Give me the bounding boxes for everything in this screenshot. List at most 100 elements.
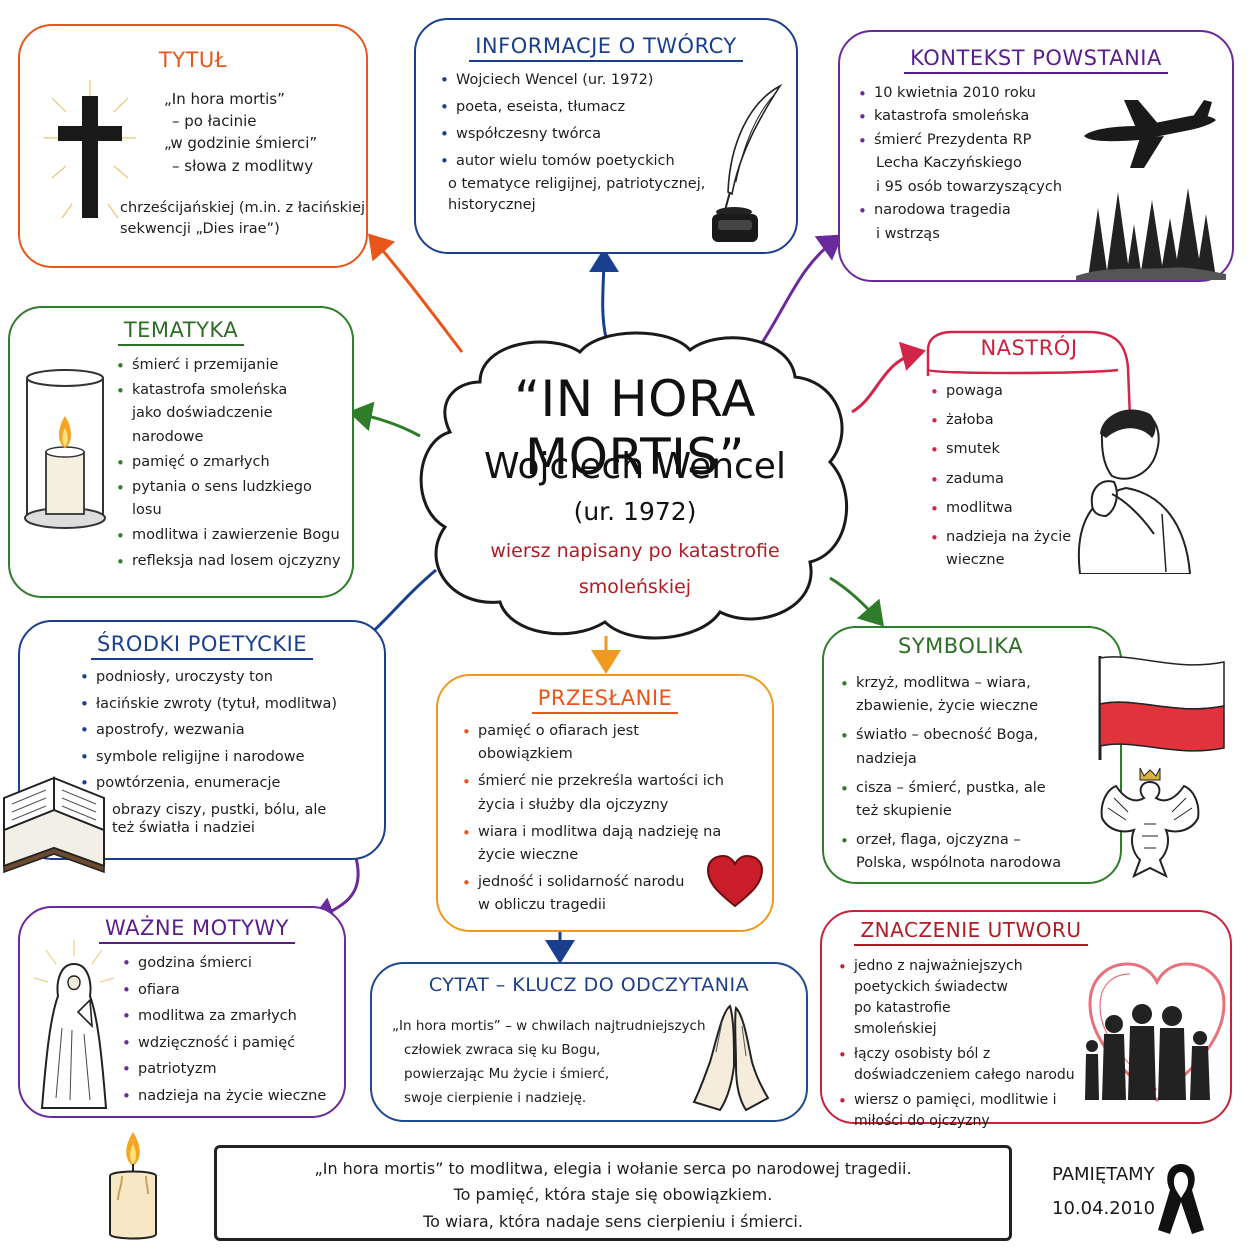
nastroj-box: NASTRÓJ powaga żałoba smutek zaduma modl… [918, 328, 1140, 594]
symbolika-item: krzyż, modlitwa – wiara, zbawienie, życi… [838, 672, 1064, 718]
kontekst-item: śmierć Prezydenta RP [856, 129, 1086, 154]
przeslanie-item: pamięć o ofiarach jest obowiązkiem [460, 720, 750, 766]
kontekst-item: katastrofa smoleńska [856, 105, 1086, 130]
arrow-to-nastroj [851, 341, 926, 414]
kontekst-box: KONTEKST POWSTANIA 10 kwietnia 2010 roku… [838, 30, 1234, 282]
informacje-heading: INFORMACJE O TWÓRCY [469, 34, 743, 62]
cytat-box: CYTAT – KLUCZ DO ODCZYTANIA „In hora mor… [370, 962, 808, 1122]
arrow-to-tytul [368, 233, 464, 353]
srodki-item: powtórzenia, enumeracje [78, 774, 378, 793]
center-cloud [419, 331, 849, 640]
srodki-heading: ŚRODKI POETYCKIE [90, 632, 314, 660]
nastroj-item: żałoba [928, 409, 1098, 433]
symbolika-heading: SYMBOLIKA [898, 634, 1024, 658]
family-heart-icon [1085, 962, 1226, 1102]
tytul-line: chrześcijańskiej (m.in. z łacińskiej [120, 200, 366, 216]
tematyka-box: TEMATYKA śmierć i przemijanie katastrofa… [8, 306, 354, 598]
cytat-line: swoje cierpienie i nadzieję. [404, 1090, 587, 1107]
cytat-heading: CYTAT – KLUCZ DO ODCZYTANIA [428, 974, 750, 996]
center-subtitle-line2: smoleńskiej [578, 576, 692, 598]
nastroj-item: modlitwa [928, 497, 1098, 521]
motywy-item: modlitwa za zmarłych [120, 1007, 340, 1026]
tytul-line: „w godzinie śmierci” [164, 134, 318, 153]
informacje-continuation: o tematyce religijnej, patriotycznej, [448, 176, 706, 193]
znaczenie-item: łączy osobisty ból z doświadczeniem całe… [836, 1044, 1086, 1086]
symbolika-box: SYMBOLIKA krzyż, modlitwa – wiara, zbawi… [822, 626, 1122, 884]
praying-woman-icon [33, 940, 115, 1109]
tytul-line: – po łacinie [172, 112, 257, 131]
przeslanie-heading: PRZESŁANIE [531, 686, 679, 714]
praying-hands-icon [692, 1004, 770, 1112]
motywy-box: WAŻNE MOTYWY godzina śmierci ofiara modl… [18, 906, 346, 1118]
kontekst-heading: KONTEKST POWSTANIA [904, 46, 1168, 74]
symbolika-item: orzeł, flaga, ojczyzna – Polska, wspólno… [838, 829, 1064, 875]
heart-icon [706, 854, 764, 908]
arrow-to-informacje [588, 248, 619, 339]
polish-flag-icon [1098, 656, 1225, 760]
kontekst-continuation: i 95 osób towarzyszących [876, 178, 1063, 195]
arrow-to-kontekst [758, 234, 843, 347]
remember-date: 10.04.2010 [1052, 1198, 1156, 1219]
znaczenie-heading: ZNACZENIE UTWORU [854, 918, 1088, 946]
motywy-heading: WAŻNE MOTYWY [99, 916, 295, 944]
forest-icon [1076, 188, 1226, 280]
srodki-item: apostrofy, wezwania [78, 721, 378, 740]
airplane-icon [1084, 100, 1216, 168]
znaczenie-box: ZNACZENIE UTWORU jedno z najważniejszych… [820, 910, 1232, 1129]
srodki-item: symbole religijne i narodowe [78, 748, 378, 767]
arrow-to-tematyka [348, 401, 421, 438]
tematyka-item: śmierć i przemijanie [114, 354, 350, 378]
znaczenie-item: wiersz o pamięci, modlitwie i miłości do… [836, 1090, 1086, 1132]
tematyka-item: pytania o sens ludzkiego losu [114, 476, 350, 522]
praying-man-icon [1077, 409, 1192, 574]
quill-inkwell-icon [712, 83, 783, 242]
motywy-item: patriotyzm [120, 1060, 340, 1079]
znaczenie-item: jedno z najważniejszych poetyckich świad… [836, 956, 1086, 1040]
tytul-heading: TYTUŁ [158, 48, 228, 72]
kontekst-item: narodowa tragedia [856, 199, 1086, 224]
tytul-line: sekwencji „Dies irae”) [120, 221, 280, 238]
nastroj-item: powaga [928, 380, 1098, 404]
tytul-line: „In hora mortis” [164, 90, 285, 108]
przeslanie-item: śmierć nie przekreśla wartości ich życia… [460, 770, 750, 816]
nastroj-item: zaduma [928, 468, 1098, 492]
kontekst-continuation: i wstrząs [876, 225, 940, 242]
tematyka-item: pamięć o zmarłych [114, 451, 350, 475]
cytat-line: „In hora mortis” – w chwilach najtrudnie… [392, 1018, 706, 1034]
symbolika-item: światło – obecność Boga, nadzieja [838, 724, 1064, 770]
tematyka-heading: TEMATYKA [117, 318, 245, 346]
open-book-icon [3, 776, 105, 874]
informacje-item: autor wielu tomów poetyckich [438, 151, 796, 173]
przeslanie-box: PRZESŁANIE pamięć o ofiarach jest obowią… [436, 674, 774, 932]
informacje-item: poeta, eseista, tłumacz [438, 97, 796, 119]
footer-quote-box: „In hora mortis” to modlitwa, elegia i w… [214, 1145, 1012, 1241]
informacje-box: INFORMACJE O TWÓRCY Wojciech Wencel (ur.… [414, 18, 798, 254]
kontekst-item: 10 kwietnia 2010 roku [856, 82, 1086, 107]
symbolika-item: cisza – śmierć, pustka, ale też skupieni… [838, 777, 1064, 823]
candle-lantern-icon [24, 369, 106, 529]
nastroj-heading: NASTRÓJ [980, 336, 1078, 360]
tytul-box: TYTUŁ „In hora mortis” – po łacinie „w g… [18, 24, 368, 268]
nastroj-item: nadzieja na życie wieczne [928, 526, 1098, 572]
footer-line: „In hora mortis” to modlitwa, elegia i w… [314, 1159, 912, 1178]
cytat-line: powierzając Mu życie i śmierć, [404, 1066, 610, 1083]
informacje-continuation: historycznej [448, 197, 536, 214]
footer-line: To wiara, która nadaje sens cierpieniu i… [423, 1211, 803, 1231]
mourning-ribbon-icon [1158, 1164, 1204, 1234]
footer-line: To pamięć, która staje się obowiązkiem. [453, 1185, 773, 1205]
remember-label: PAMIĘTAMY [1052, 1164, 1155, 1185]
center-author: Wojciech Wencel [484, 446, 786, 487]
kontekst-continuation: Lecha Kaczyńskiego [876, 155, 1022, 172]
tematyka-item: modlitwa i zawierzenie Bogu [114, 524, 350, 548]
center-title: “IN HORA MORTIS” [514, 370, 756, 486]
srodki-item: łacińskie zwroty (tytuł, modlitwa) [78, 695, 378, 714]
candle-icon [109, 1132, 157, 1240]
tematyka-item: katastrofa smoleńska jako doświadczenie … [114, 379, 350, 449]
przeslanie-item: wiara i modlitwa dają nadzieję na życie … [460, 821, 750, 867]
cytat-line: człowiek zwraca się ku Bogu, [404, 1042, 601, 1059]
srodki-item: obrazy ciszy, pustki, bólu, ale też świa… [94, 801, 378, 838]
motywy-item: godzina śmierci [120, 954, 340, 973]
informacje-item: Wojciech Wencel (ur. 1972) [438, 70, 796, 92]
center-subtitle-line1: wiersz napisany po katastrofie [490, 540, 780, 562]
